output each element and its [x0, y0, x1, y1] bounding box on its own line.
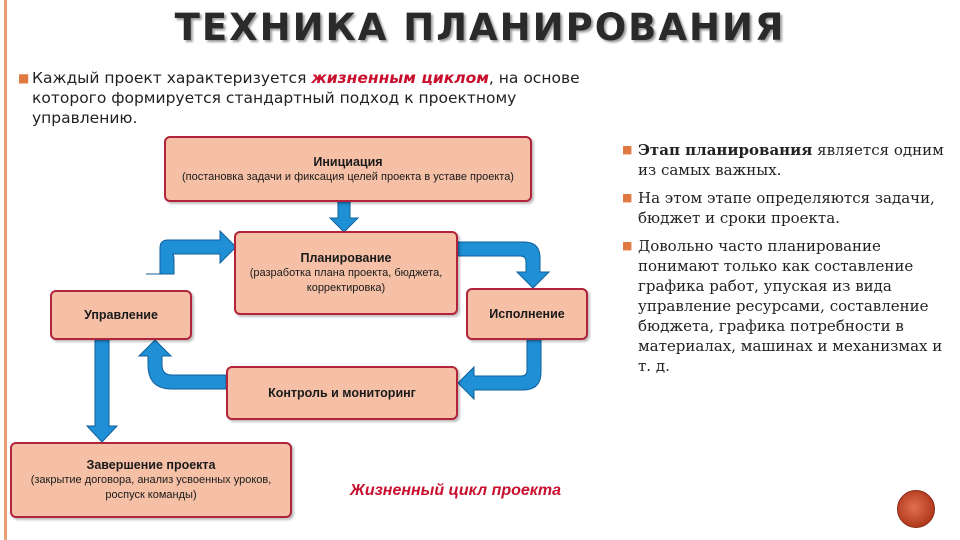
node-planning: Планирование (разработка плана проекта, … [234, 231, 458, 315]
intro-after: , на основе которого формируется стандар… [32, 69, 580, 127]
bullet-square-icon: ■ [18, 71, 30, 85]
node-planning-desc: (разработка плана проекта, бюджета, корр… [249, 267, 443, 294]
node-execution: Исполнение [466, 288, 588, 340]
right-bullet-list: ■ Этап планирования является одним из са… [620, 140, 955, 384]
intro-text: Каждый проект характеризуется жизненным … [18, 68, 588, 128]
bullet-square-icon: ■ [622, 239, 633, 252]
slide-accent-rule [4, 0, 7, 540]
arrow-management-to-completion [85, 339, 119, 443]
bullet-square-icon: ■ [622, 143, 633, 156]
diagram-caption: Жизненный цикл проекта [350, 482, 562, 499]
arrow-planning-to-execution [457, 241, 551, 289]
presentation-logo-icon [897, 490, 935, 528]
arrow-execution-to-control [457, 339, 542, 401]
slide-title: ТЕХНИКА ПЛАНИРОВАНИЯ [174, 6, 786, 49]
node-initiation-desc: (постановка задачи и фиксация целей прое… [182, 170, 514, 183]
node-execution-title: Исполнение [489, 307, 565, 321]
node-completion-desc: (закрытие договора, анализ усвоенных уро… [30, 474, 272, 501]
right-bullet-2: ■ На этом этапе определяются задачи, бюд… [620, 188, 955, 228]
right-bullet-1-text: является одним из самых важных. [638, 141, 944, 179]
right-bullet-2-text: На этом этапе определяются задачи, бюдже… [638, 189, 935, 227]
right-bullet-3: ■ Довольно часто планирование понимают т… [620, 236, 955, 376]
node-management-title: Управление [84, 308, 158, 322]
arrow-management-to-planning [146, 229, 237, 275]
right-bullet-1-bold: Этап планирования [638, 141, 813, 159]
node-initiation: Инициация (постановка задачи и фиксация … [164, 136, 532, 202]
right-bullet-3-text: Довольно часто планирование понимают тол… [638, 237, 943, 375]
node-completion: Завершение проекта (закрытие договора, а… [10, 442, 292, 518]
arrow-control-to-management [137, 339, 227, 390]
right-bullet-1: ■ Этап планирования является одним из са… [620, 140, 955, 180]
node-planning-title: Планирование [300, 251, 392, 265]
node-control: Контроль и мониторинг [226, 366, 458, 420]
arrow-initiation-to-planning [328, 201, 360, 233]
intro-before: Каждый проект характеризуется [32, 69, 312, 87]
node-management: Управление [50, 290, 192, 340]
node-initiation-title: Инициация [313, 154, 383, 169]
intro-emphasis: жизненным циклом [311, 69, 489, 87]
node-control-title: Контроль и мониторинг [268, 386, 416, 400]
bullet-square-icon: ■ [622, 191, 633, 204]
node-completion-title: Завершение проекта [86, 458, 216, 472]
intro-bullet: ■ Каждый проект характеризуется жизненны… [18, 68, 588, 128]
